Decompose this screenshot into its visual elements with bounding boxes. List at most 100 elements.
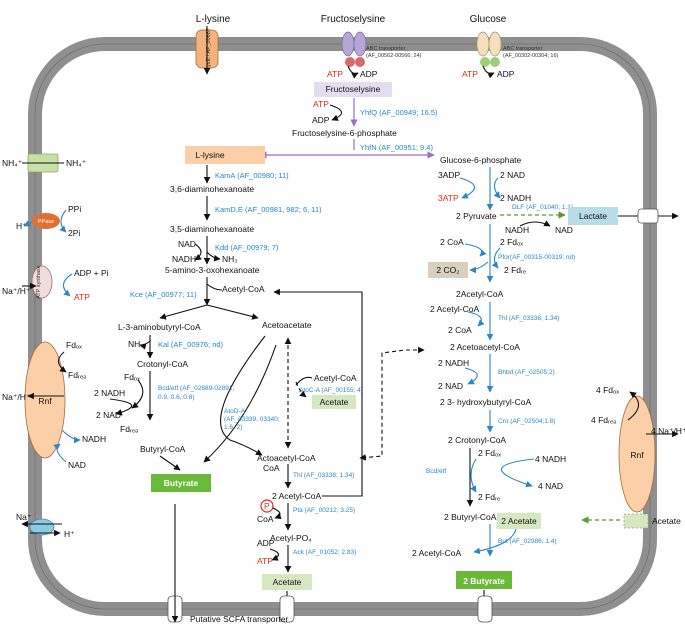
svg-text:Acetoacetate: Acetoacetate bbox=[262, 320, 312, 330]
atp-synthase bbox=[31, 265, 53, 299]
svg-text:Rnf: Rnf bbox=[630, 450, 644, 460]
svg-text:Acetate: Acetate bbox=[652, 516, 681, 526]
svg-text:3,6-diaminohexanoate: 3,6-diaminohexanoate bbox=[170, 184, 254, 194]
svg-text:ATP synthase: ATP synthase bbox=[36, 265, 42, 299]
rnf-complex-left bbox=[24, 341, 66, 459]
svg-text:Kce (AF_00977; 11): Kce (AF_00977; 11) bbox=[130, 290, 197, 299]
svg-text:ATP: ATP bbox=[313, 99, 329, 109]
svg-text:Fructoselysine-6-phosphate: Fructoselysine-6-phosphate bbox=[292, 128, 397, 138]
svg-text:NAD: NAD bbox=[178, 239, 196, 249]
svg-text:2 Acetyl-CoA: 2 Acetyl-CoA bbox=[272, 491, 321, 501]
svg-text:ATP: ATP bbox=[257, 556, 273, 566]
svg-text:PPi: PPi bbox=[68, 204, 81, 214]
svg-text:2 Acetate: 2 Acetate bbox=[501, 516, 537, 526]
svg-text:2 NADH: 2 NADH bbox=[438, 358, 469, 368]
acetate-bottom-box: Acetate bbox=[273, 577, 302, 587]
two-butyrate-box: 2 Butyrate bbox=[463, 576, 505, 586]
svg-text:(AF_00562-00566; 24): (AF_00562-00566; 24) bbox=[366, 53, 422, 59]
svg-text:Acetyl-CoA: Acetyl-CoA bbox=[314, 373, 357, 383]
svg-text:2Acetyl-CoA: 2Acetyl-CoA bbox=[456, 289, 504, 299]
svg-text:Kdd (AF_00979; 7): Kdd (AF_00979; 7) bbox=[215, 243, 279, 252]
svg-text:2 CoA: 2 CoA bbox=[448, 325, 472, 335]
svg-text:Bcd/etf: Bcd/etf bbox=[426, 468, 446, 475]
svg-text:4 Fdₒₓ: 4 Fdₒₓ bbox=[596, 385, 619, 395]
svg-text:Glucose-6-phosphate: Glucose-6-phosphate bbox=[440, 155, 522, 165]
svg-text:(AF_00302-00304; 16): (AF_00302-00304; 16) bbox=[503, 53, 559, 59]
yhfn-enzyme: YhfN (AF_00951; 9.4) bbox=[360, 143, 433, 152]
svg-text:2 NADH: 2 NADH bbox=[94, 388, 125, 398]
svg-text:(AF_03339, 03340;: (AF_03339, 03340; bbox=[224, 416, 280, 423]
svg-text:Fdₒₓ: Fdₒₓ bbox=[66, 340, 82, 350]
svg-text:H⁺: H⁺ bbox=[16, 221, 27, 231]
svg-text:2 Acetyl-CoA: 2 Acetyl-CoA bbox=[412, 548, 461, 558]
svg-text:5-amino-3-oxohexanoate: 5-amino-3-oxohexanoate bbox=[165, 265, 260, 275]
svg-text:Na⁺/H⁺: Na⁺/H⁺ bbox=[2, 286, 31, 296]
svg-text:Thl (AF_03338; 1.34): Thl (AF_03338; 1.34) bbox=[498, 315, 559, 322]
svg-text:Cro (AF_02504;1.8): Cro (AF_02504;1.8) bbox=[498, 418, 555, 425]
svg-text:ADP + Pi: ADP + Pi bbox=[74, 268, 109, 278]
svg-text:2 NADH: 2 NADH bbox=[500, 193, 531, 203]
svg-text:2 Acetoacetyl-CoA: 2 Acetoacetyl-CoA bbox=[450, 342, 520, 352]
svg-text:1.6, 2): 1.6, 2) bbox=[224, 424, 242, 431]
svg-text:3ADP: 3ADP bbox=[438, 170, 461, 180]
svg-text:ADP: ADP bbox=[257, 538, 275, 548]
svg-text:4 Na⁺/H⁺: 4 Na⁺/H⁺ bbox=[651, 426, 685, 436]
svg-text:H⁺: H⁺ bbox=[64, 529, 75, 539]
svg-text:NH₄⁺: NH₄⁺ bbox=[66, 158, 87, 168]
svg-text:Na⁺/H⁺: Na⁺/H⁺ bbox=[2, 392, 31, 402]
svg-text:2Pi: 2Pi bbox=[68, 228, 80, 238]
svg-text:CoA: CoA bbox=[257, 514, 274, 524]
svg-text:NADH: NADH bbox=[82, 434, 106, 444]
rnf-complex-right bbox=[618, 395, 656, 513]
svg-text:PPase: PPase bbox=[38, 219, 54, 225]
svg-text:NADH: NADH bbox=[172, 254, 196, 264]
lactate-box: Lactate bbox=[579, 211, 607, 221]
svg-text:Fdᵣₑₔ: Fdᵣₑₔ bbox=[68, 370, 86, 380]
lysine-box: L-lysine bbox=[195, 150, 225, 160]
scfa-transporter-label: Putative SCFA transporter bbox=[190, 614, 288, 624]
svg-text:Fdₒₓ: Fdₒₓ bbox=[124, 372, 140, 382]
svg-text:Bhbd (AF_02505;2): Bhbd (AF_02505;2) bbox=[498, 369, 555, 376]
svg-text:2 Pyruvate: 2 Pyruvate bbox=[456, 211, 497, 221]
svg-text:Acetate: Acetate bbox=[320, 397, 349, 407]
substrate-lysine: L-lysine bbox=[196, 14, 231, 25]
svg-text:ADP: ADP bbox=[360, 69, 378, 79]
svg-text:2 Acetyl-CoA: 2 Acetyl-CoA bbox=[430, 304, 479, 314]
svg-text:Ack (AF_01052; 2.83): Ack (AF_01052; 2.83) bbox=[293, 549, 356, 556]
svg-text:ATP: ATP bbox=[327, 69, 343, 79]
svg-text:L-3-aminobutyryl-CoA: L-3-aminobutyryl-CoA bbox=[118, 322, 201, 332]
svg-text:2 Butyryl-CoA: 2 Butyryl-CoA bbox=[444, 512, 497, 522]
svg-text:4 NAD: 4 NAD bbox=[538, 481, 563, 491]
svg-text:3,5-diaminohexanoate: 3,5-diaminohexanoate bbox=[170, 224, 254, 234]
ppase bbox=[32, 213, 60, 229]
substrate-fructoselysine: Fructoselysine bbox=[321, 14, 386, 25]
svg-text:KamA (AF_00980; 11): KamA (AF_00980; 11) bbox=[215, 171, 289, 180]
svg-text:ATP: ATP bbox=[462, 69, 478, 79]
substrate-glucose: Glucose bbox=[470, 14, 507, 25]
butyrate-box: Butyrate bbox=[164, 478, 199, 488]
svg-text:DLF (AF_01040; 1.1): DLF (AF_01040; 1.1) bbox=[512, 204, 573, 211]
svg-text:Pta (AF_00212; 3.25): Pta (AF_00212; 3.25) bbox=[293, 507, 355, 514]
svg-text:2 3- hydroxybutyryl-CoA: 2 3- hydroxybutyryl-CoA bbox=[440, 397, 532, 407]
sodium-transporter bbox=[29, 518, 55, 536]
svg-text:3ATP: 3ATP bbox=[438, 193, 459, 203]
svg-text:ATP: ATP bbox=[74, 292, 90, 302]
svg-text:Kal (AF_00976; nd): Kal (AF_00976; nd) bbox=[158, 340, 224, 349]
svg-text:2 NAD: 2 NAD bbox=[96, 410, 121, 420]
fructoselysine-abc-transporter: ABC transporter (AF_00562-00566; 24) bbox=[341, 31, 422, 67]
svg-text:NADH: NADH bbox=[505, 225, 529, 235]
svg-text:Crotonyl-CoA: Crotonyl-CoA bbox=[137, 359, 188, 369]
svg-text:2 CO₂: 2 CO₂ bbox=[436, 265, 459, 275]
svg-text:AtoD-A: AtoD-A bbox=[224, 408, 246, 415]
svg-text:AtoC-A (AF_00155; 4): AtoC-A (AF_00155; 4) bbox=[299, 387, 363, 394]
svg-text:Butyryl-CoA: Butyryl-CoA bbox=[140, 444, 186, 454]
svg-text:NAD: NAD bbox=[68, 460, 86, 470]
svg-text:NH₃: NH₃ bbox=[128, 339, 144, 349]
fructoselysine-box: Fructoselysine bbox=[326, 84, 381, 94]
svg-text:Acetyl-PO₄: Acetyl-PO₄ bbox=[270, 533, 312, 543]
svg-text:Bcd/etf (AF_02889-02891;: Bcd/etf (AF_02889-02891; bbox=[158, 385, 234, 392]
svg-text:Thl (AF_03338; 1.34): Thl (AF_03338; 1.34) bbox=[293, 472, 354, 479]
svg-text:4 NADH: 4 NADH bbox=[535, 454, 566, 464]
svg-text:NH₄⁺: NH₄⁺ bbox=[2, 158, 23, 168]
svg-text:ADP: ADP bbox=[312, 115, 330, 125]
